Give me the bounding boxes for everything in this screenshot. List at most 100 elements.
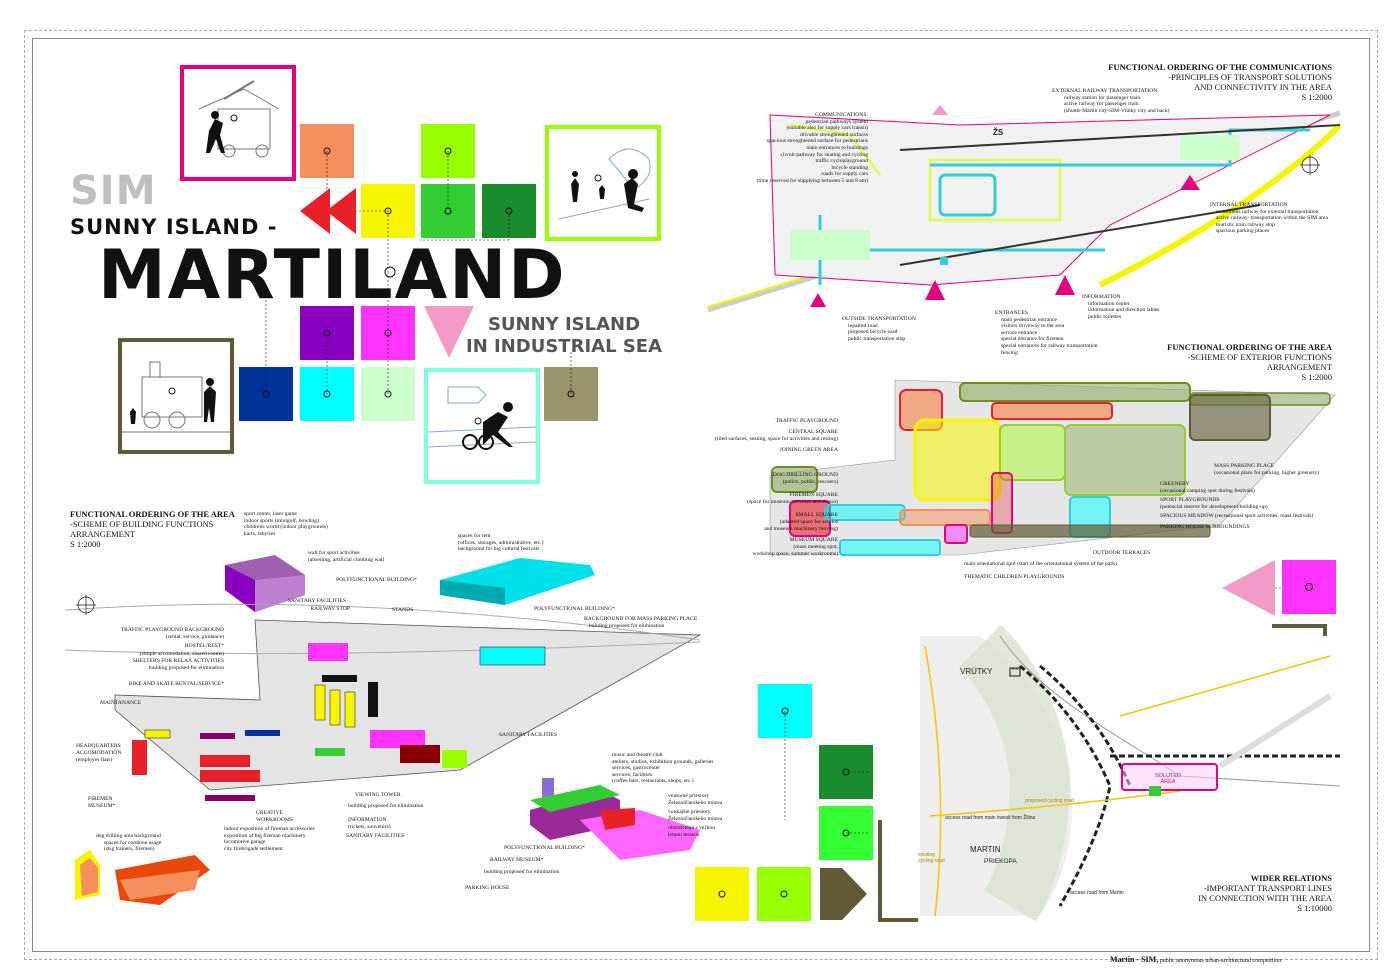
comm-legend-title: COMMUNICATIONS:: [815, 112, 868, 118]
north-arrow-icon: [76, 595, 96, 615]
comm-title: FUNCTIONAL ORDERING OF THE COMMUNICATION…: [1108, 62, 1332, 72]
footer-rest: public anonymous urban-architectural com…: [1158, 958, 1282, 964]
ext-label: (space for museum activities and shows): [747, 499, 838, 505]
rent-line: (offices, storages, administrative, etc.…: [458, 539, 544, 546]
outside-item: proposed bicycle road: [848, 329, 898, 336]
main-orientational-label: main orientational spot (start of the or…: [964, 561, 1117, 567]
ext-scale: S 1:2000: [1301, 372, 1332, 382]
bld-maintanance: MAINTANANCE: [100, 700, 142, 706]
pink-square-dot: [1305, 583, 1313, 591]
external-item: active railway for passenger train: [1064, 101, 1139, 108]
outside-item: repaired road: [848, 322, 878, 329]
comm-sub1: -PRINCIPLES OF TRANSPORT SOLUTIONS: [1168, 72, 1332, 82]
comm-legend-item: circuit pathway for skating and cycling: [780, 151, 868, 158]
ext-label: JOINING GREEN AREA: [779, 447, 838, 453]
museum-list: indoor exposition of fireman accessories…: [224, 826, 315, 852]
map-vrutky: VRÚTKY: [960, 667, 993, 676]
martiland-title: MARTILAND: [98, 236, 567, 315]
ext-label: and museum machinery moving): [764, 526, 838, 532]
locomotive-drawing: [122, 361, 230, 433]
ext-label: SPORT PLAYGROUNDS: [1160, 497, 1220, 503]
comm-entrances-legend: ENTRANCES main pedestrian entrance visit…: [995, 310, 1098, 356]
ext-sub2: ARRANGEMENT: [1266, 362, 1332, 372]
subtitle-line2: IN INDUSTRIAL SEA: [466, 336, 663, 357]
bld-label: ateliers, studios, exhibition grounds, g…: [612, 758, 714, 765]
ext-label: (potencial reserve for development/build…: [1160, 504, 1268, 510]
wider-relations-map: [920, 624, 1341, 922]
bld-label: ACCOMODATION: [76, 750, 122, 756]
subtitle: SUNNY ISLAND IN INDUSTRIAL SEA: [466, 314, 662, 358]
bld-right-list: music and theatre club ateliers, studios…: [612, 752, 713, 785]
bld-label: Železničiarskeho múzea: [668, 815, 723, 822]
bld-label: vonkajšie priestory: [668, 809, 711, 816]
map-priekopa: PRIEKOPA: [984, 858, 1017, 865]
ext-label: (police, public, rescuers): [782, 479, 838, 485]
bld-label: vnútorné priestory: [668, 793, 710, 799]
museum-item: indoor exposition of fireman accessories: [224, 826, 315, 832]
map-proposed-cycling: proposed cycling road: [1025, 798, 1074, 804]
ext-label: MASS PARKING PLACE: [1214, 463, 1275, 469]
bld-label: obôrstvenie s veľkou: [668, 825, 716, 832]
rent-line: spaces for rent: [458, 533, 491, 539]
rent-line: background for big cultural festivals: [458, 546, 540, 553]
ext-label: (occasional place for parking, higher gr…: [1214, 470, 1319, 476]
pink-arrow: [424, 306, 474, 358]
sport-item: sport center, laser game: [244, 511, 297, 517]
bld-railway-stop: RAILWAY STOP: [310, 606, 350, 612]
comm-legend-item: bicycle standing: [831, 164, 868, 171]
bld-sanitary-bottom: SANITARY FACILITIES: [346, 833, 405, 839]
footer-credit: Martin - SIM, public anonymous urban-arc…: [1110, 955, 1281, 964]
rent-label: spaces for rent (offices, storages, admi…: [458, 533, 543, 553]
bld-label: HOSTEL/REST*: [184, 643, 224, 650]
dog-item: (dog trainers, firemen): [104, 846, 155, 853]
bld-label: BIKE AND SKATE RENTAL/SERVICE*: [128, 681, 224, 688]
entrance-item: fencing: [1001, 349, 1018, 356]
sport-item: karts, labyrint: [244, 530, 276, 537]
bld-label: SANITARY FACILITIES: [499, 732, 558, 738]
ext-label: MUSEUM SQUARE: [789, 537, 838, 543]
cycling-drawing: [427, 386, 537, 450]
entrance-item: special entrance for firemen: [1001, 336, 1064, 343]
bld-label: (simple accomodation, shared rooms): [139, 650, 224, 657]
comm-legend-item: (suitable also for supply cars transit): [786, 125, 868, 132]
bld-label: CREATIVE: [256, 810, 284, 816]
ext-label: (adapted space for service: [779, 519, 838, 525]
yellow-square-bottom: [695, 867, 749, 921]
bld-label: (rental, service, guidance): [165, 634, 224, 641]
park-picture: [545, 125, 661, 241]
comm-legend-item: roads for supply cars: [821, 171, 868, 178]
bld-elim-3: building proposed for elimination: [484, 869, 560, 875]
red-arrow: [300, 188, 330, 234]
map-access-martin: access road from Martin: [1070, 890, 1124, 896]
outside-title: OUTSIDE TRANSPORTATION: [842, 316, 916, 322]
external-title: EXTERNAL RAILWAY TRANSPORTATION: [1052, 88, 1158, 94]
firetruck-picture: [180, 65, 296, 181]
dog-item: dog drilling area background: [96, 833, 161, 839]
building-plan: [64, 555, 702, 905]
map-soluted: SOLUTED AREA: [1155, 773, 1181, 785]
bld-label: MUSEUM*: [88, 803, 116, 809]
poster-frame: [32, 38, 1370, 952]
ext-label: PARKING HOUSE SURROUNDINGS: [1160, 524, 1250, 530]
comm-scale: S 1:2000: [1301, 92, 1332, 102]
comm-legend-item: traffic cycloplayground: [815, 158, 868, 165]
wall-label: wall for sport activities (abseiling, ar…: [308, 550, 384, 563]
entrance-item: special entrances for railway transporta…: [1001, 342, 1098, 349]
exterior-plan: [769, 379, 1336, 556]
ext-label: DOG DRILLING GROUND: [772, 472, 838, 478]
communications-heading: FUNCTIONAL ORDERING OF THE COMMUNICATION…: [1080, 62, 1332, 102]
bld-label: SHELTERS FOR RELAX ACTIVITIES: [132, 657, 224, 664]
entrance-item: main pedestrian entrance: [1001, 316, 1057, 323]
bld-stands: STANDS: [392, 607, 414, 613]
exterior-heading: FUNCTIONAL ORDERING OF THE AREA -SCHEME …: [1080, 342, 1332, 382]
sunny-island-title: SUNNY ISLAND -: [70, 215, 278, 239]
comm-legend-item: pedestrian pathways system: [805, 118, 868, 125]
museum-item: city firebrigade settlement: [224, 845, 283, 852]
external-item: (shuttle Martin city-SIM-Vrútky city and…: [1064, 107, 1170, 114]
wider-title: WIDER RELATIONS: [1250, 873, 1332, 883]
bld-label: building proposed for elimination: [148, 665, 224, 672]
building-heading: FUNCTIONAL ORDERING OF THE AREA -SCHEME …: [70, 509, 322, 549]
exterior-right-labels: MASS PARKING PLACE (occasional place for…: [1160, 463, 1319, 531]
firetruck-drawing: [198, 80, 280, 158]
internal-item: active railway- transportation within th…: [1216, 215, 1328, 222]
